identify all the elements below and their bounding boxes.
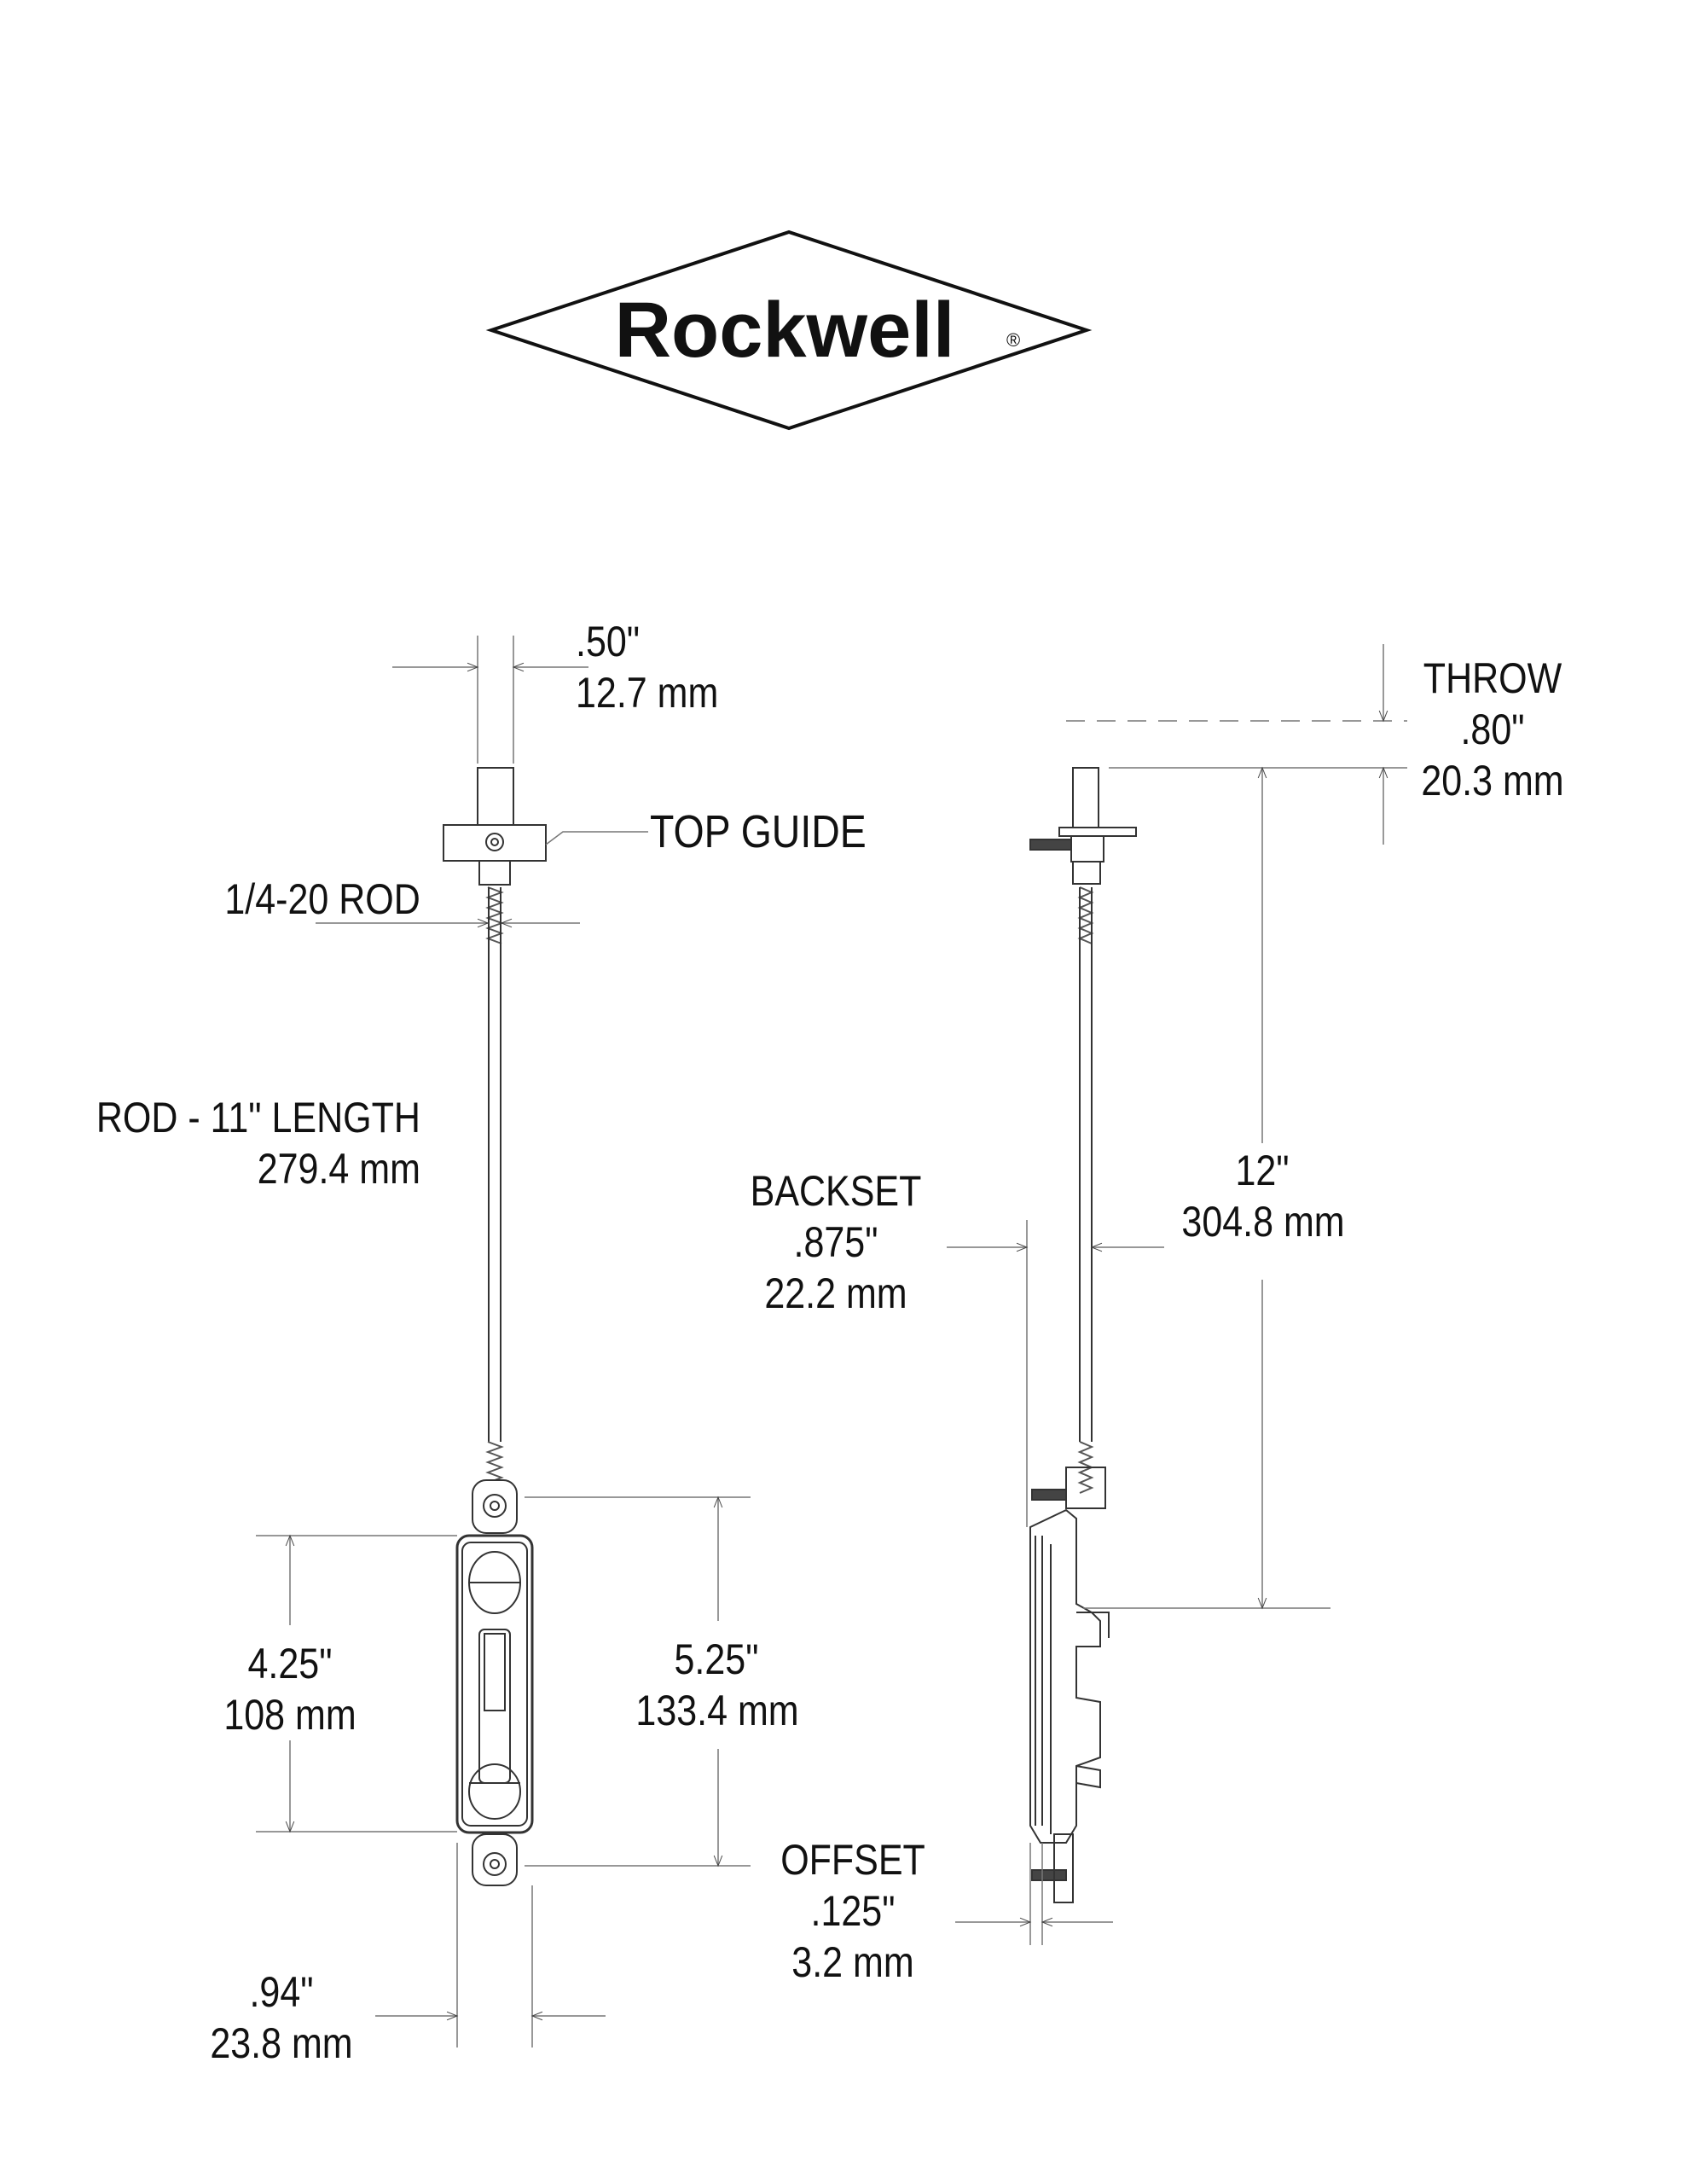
overall-length-label: 12" 304.8 mm — [1181, 1145, 1345, 1247]
faceplate-width-imperial: .94" — [249, 1968, 314, 2016]
ear-screw-bottom-inner — [490, 1860, 499, 1868]
front-view — [443, 768, 546, 1885]
ear-screw-top — [484, 1495, 506, 1517]
offset-metric: 3.2 mm — [791, 1938, 914, 1986]
logo-diamond — [491, 232, 1087, 428]
front-dimension-lines — [256, 636, 751, 2048]
bolt-length-imperial: 5.25" — [674, 1635, 759, 1683]
rod-width-label: .50" 12.7 mm — [576, 616, 718, 718]
rod-width-metric: 12.7 mm — [576, 669, 719, 717]
backset-label: BACKSET .875" 22.2 mm — [748, 1165, 924, 1319]
rod-thread-label: 1/4-20 ROD — [224, 875, 420, 923]
lever — [484, 1634, 505, 1711]
faceplate-width-metric: 23.8 mm — [210, 2019, 353, 2067]
ear-screw-top-inner — [490, 1502, 499, 1510]
side-guide-block — [1071, 836, 1104, 862]
backset-imperial: .875" — [793, 1218, 878, 1266]
faceplate-height-label: 4.25" 108 mm — [209, 1638, 370, 1740]
logo-wordmark: Rockwell — [615, 287, 955, 374]
rod-nut-top — [479, 861, 510, 885]
side-bracket-screw-top — [1032, 1490, 1066, 1500]
overall-length-imperial: 12" — [1235, 1147, 1290, 1194]
side-view — [1030, 768, 1136, 1902]
side-guide-plate — [1059, 828, 1136, 836]
faceplate — [457, 1536, 532, 1833]
side-dimension-lines — [947, 644, 1407, 1945]
top-guide-screw-inner — [491, 839, 498, 845]
rod-length-metric: 279.4 mm — [257, 1145, 420, 1193]
side-thread-top — [1080, 887, 1092, 944]
rod-length-imperial: ROD - 11" LENGTH — [96, 1094, 420, 1141]
bolt-length-metric: 133.4 mm — [635, 1687, 799, 1734]
offset-title: OFFSET — [780, 1836, 925, 1884]
faceplate-inner — [462, 1542, 527, 1826]
throw-metric: 20.3 mm — [1421, 757, 1564, 804]
backset-metric: 22.2 mm — [764, 1269, 907, 1317]
side-nut-bottom — [1066, 1467, 1105, 1508]
side-bolt-tip — [1073, 768, 1099, 828]
faceplate-height-metric: 108 mm — [223, 1691, 357, 1739]
overall-length-metric: 304.8 mm — [1181, 1198, 1345, 1246]
top-guide-screw — [486, 834, 503, 851]
top-guide-label: TOP GUIDE — [650, 806, 867, 857]
backset-title: BACKSET — [750, 1167, 922, 1215]
faceplate-cup-bottom — [469, 1764, 520, 1819]
faceplate-height-imperial: 4.25" — [247, 1640, 333, 1687]
offset-label: OFFSET .125" 3.2 mm — [765, 1834, 941, 1988]
bolt-length-label: 5.25" 133.4 mm — [635, 1634, 799, 1736]
side-nut-top — [1073, 862, 1100, 884]
offset-imperial: .125" — [810, 1887, 896, 1935]
rod-length-label: ROD - 11" LENGTH 279.4 mm — [96, 1092, 420, 1194]
throw-title: THROW — [1423, 654, 1562, 702]
faceplate-width-label: .94" 23.8 mm — [200, 1966, 362, 2069]
bolt-tip — [478, 768, 513, 826]
rod-width-imperial: .50" — [576, 618, 641, 665]
ear-screw-bottom — [484, 1853, 506, 1875]
top-guide — [443, 825, 546, 861]
rockwell-logo: Rockwell ® — [491, 232, 1087, 428]
throw-label: THROW .80" 20.3 mm — [1412, 653, 1573, 806]
side-guide-screw — [1030, 839, 1071, 850]
side-body — [1030, 1510, 1100, 1843]
faceplate-ear-top — [472, 1480, 517, 1533]
rod-thread-top — [488, 887, 501, 944]
registered-mark: ® — [1006, 329, 1020, 351]
side-bracket-screw-bottom — [1032, 1870, 1066, 1880]
throw-imperial: .80" — [1460, 706, 1525, 753]
